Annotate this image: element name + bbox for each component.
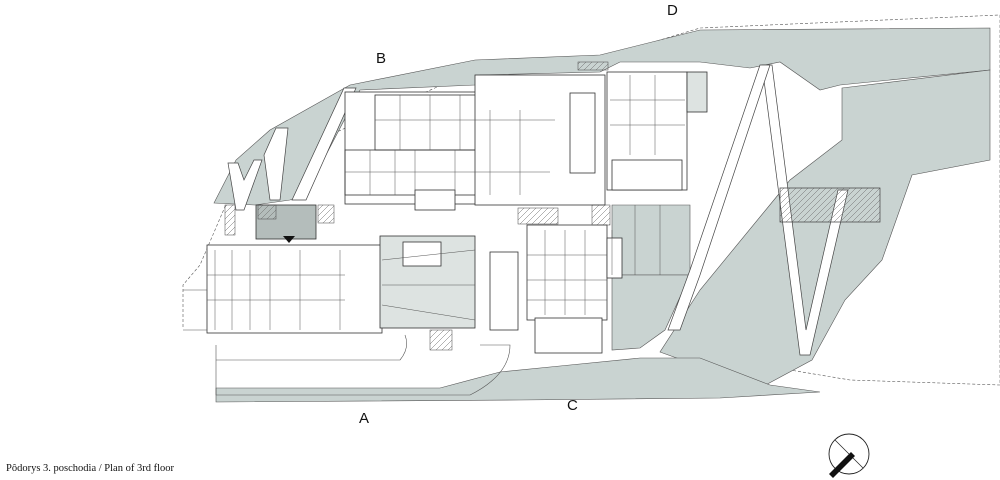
stairs: [224, 61, 611, 351]
section-label-b: B: [376, 50, 387, 67]
ramp-west-2: [263, 127, 289, 201]
terrain-south-strip: [215, 357, 821, 403]
section-label-a: A: [359, 410, 370, 427]
terrain-east: [659, 69, 991, 389]
drive-paths: [183, 289, 511, 396]
terrain-center-east: [611, 204, 691, 276]
plan-caption: Pôdorys 3. poschodia / Plan of 3rd floor: [6, 463, 174, 474]
ramp-west-3: [291, 87, 357, 201]
pool-central: [489, 251, 519, 331]
block-a: [206, 244, 383, 334]
block-c: [526, 224, 608, 321]
ramps: [227, 64, 881, 356]
terrain-southeast: [611, 274, 691, 351]
walkway-east: [779, 187, 881, 223]
section-label-d: D: [667, 2, 678, 19]
pool-bd: [569, 92, 596, 174]
entrance-marker-icon: [283, 236, 295, 243]
north-arrow-icon: [828, 433, 870, 478]
interior-partitions: [207, 75, 685, 330]
ramp-east-diagonal: [667, 64, 771, 331]
ramp-west-1: [227, 159, 263, 211]
terrain-areas: [213, 27, 991, 403]
terrain-north: [213, 27, 991, 206]
buildings: [206, 71, 708, 354]
section-label-c: C: [567, 397, 578, 414]
